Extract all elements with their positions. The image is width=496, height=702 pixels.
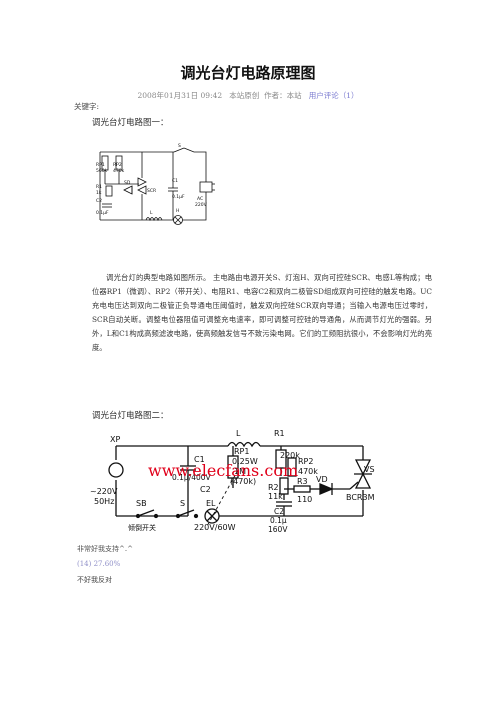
d2-voltage-label: ~220V [90, 487, 118, 496]
d1-c2-value: 0.1μF [96, 210, 109, 216]
d1-l-label: L [150, 210, 153, 216]
d1-ac-value: 220V [195, 202, 208, 208]
article-paragraph: 调光台灯的典型电路如图所示。 主电路由电源开关S、灯泡H、双向可控硅SCR、电感… [92, 271, 432, 355]
vote-oppose-link[interactable]: 不好我反对 [77, 576, 112, 584]
d1-rp1-value: 560k [96, 168, 108, 174]
d1-scr-label: SCR [147, 188, 156, 194]
d2-c2-mark: C2 [200, 485, 211, 494]
section-heading-1: 调光台灯电路图一： [92, 118, 169, 128]
d1-r1-value: 1k [96, 190, 102, 196]
watermark: www.elecfans.com [148, 461, 298, 480]
d2-sb-caption: 倾倒开关 [128, 523, 156, 532]
d2-c2b-value: 0.1μ [270, 516, 287, 525]
keywords-label: 关键字: [74, 102, 100, 111]
d1-s-label: S [178, 143, 181, 149]
d2-el-value: 220V/60W [194, 523, 236, 532]
d2-freq-label: 50Hz [94, 497, 114, 506]
d2-rp1-value: 1M [234, 467, 246, 476]
d1-c1-label: C1 [172, 178, 178, 184]
paragraph-text: 调光台灯的典型电路如图所示。 主电路由电源开关S、灯泡H、双向可控硅SCR、电感… [92, 273, 432, 352]
d1-r1-label: R1 [96, 184, 102, 190]
page-title: 调光台灯电路原理图 [180, 64, 316, 82]
comments-link[interactable]: 用户评论（1） [308, 91, 359, 100]
d2-r1-label: R1 [274, 429, 285, 438]
d1-rp2-value: 470k [113, 168, 125, 174]
d1-sd-label: SD [124, 180, 131, 186]
circuit-diagram-2: XP ~220V 50Hz L R1 RP1 0.25W 1M (470k) C… [90, 429, 375, 534]
d2-c2b-label: C2 [274, 507, 284, 516]
d2-vd-label: VD [316, 475, 328, 484]
article-author: 作者：本站 [264, 91, 302, 100]
d2-l-label: L [236, 429, 241, 438]
d2-c2b-voltage: 160V [268, 525, 288, 534]
d2-rp1-alt: (470k) [230, 477, 256, 486]
d1-c2-label: C2 [96, 198, 102, 204]
d1-h-label: H [176, 208, 179, 214]
d2-rp2-label: RP2 [298, 457, 313, 466]
section-heading-2: 调光台灯电路图二： [92, 411, 169, 421]
d2-r1-value: 220k [280, 451, 300, 460]
d1-c1-value: 0.1μF [172, 194, 185, 200]
d2-r3-label: R3 [297, 477, 308, 486]
vote-count: (14) 27.60% [77, 560, 121, 568]
d1-ac-label: AC [197, 196, 203, 202]
article-date: 2008年01月31日 09:42 [137, 91, 223, 100]
d2-el-label: EL [206, 499, 216, 508]
d2-r2-label: R2 [268, 483, 279, 492]
d2-rp1-power: 0.25W [232, 457, 258, 466]
circuit-diagram-1: RP1 560k RP2 470k R1 1k C2 0.1μF SD SCR … [96, 143, 215, 225]
article-meta: 2008年01月31日 09:42 本站原创 作者：本站 用户评论（1） [0, 90, 496, 101]
d2-vs-label: VS [364, 465, 375, 474]
d1-rp2-label: RP2 [113, 162, 122, 168]
d2-rp2-value: 470k [298, 467, 318, 476]
vote-support-link[interactable]: 非常好我支持^.^ [77, 545, 133, 553]
d2-c1-label: C1 [194, 455, 205, 464]
d2-c1-value: 0.1μ/400V [172, 473, 212, 482]
article-source: 本站原创 [229, 91, 260, 100]
d2-vs-model: BCR3M [346, 493, 375, 502]
d2-rp1-label: RP1 [234, 447, 249, 456]
d1-rp1-label: RP1 [96, 162, 105, 168]
d2-r2-value: 11k [268, 492, 283, 501]
d2-xp-label: XP [110, 435, 120, 444]
d2-sb-label: SB [136, 499, 147, 508]
d2-r3-value: 110 [297, 495, 312, 504]
d2-s-label: S [180, 499, 185, 508]
